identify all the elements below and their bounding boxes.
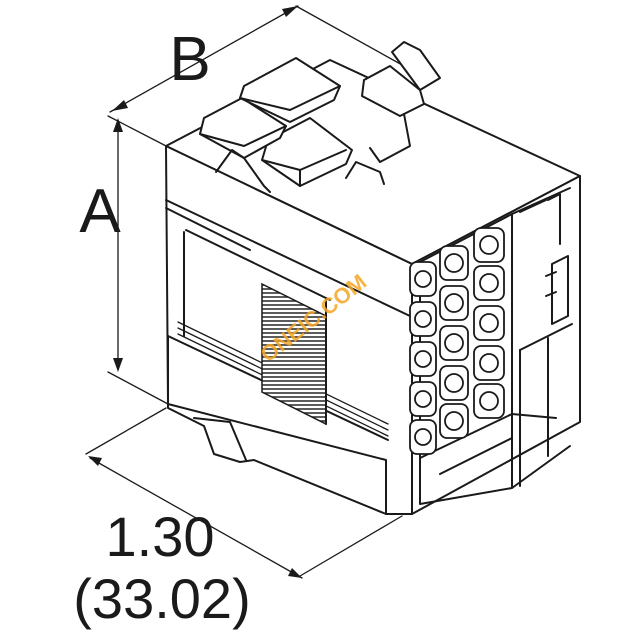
latch-back bbox=[239, 57, 341, 123]
dimension-b-label: B bbox=[169, 25, 210, 94]
cavity-column-3 bbox=[473, 227, 505, 419]
cavity-column-1 bbox=[409, 261, 437, 455]
dimension-a bbox=[107, 115, 171, 405]
latch-front bbox=[261, 117, 353, 187]
dimension-b bbox=[109, 5, 405, 113]
length-mm-label: (33.02) bbox=[73, 567, 250, 630]
dimension-length bbox=[85, 407, 403, 579]
terminal-cavities bbox=[409, 227, 505, 455]
dimension-a-label: A bbox=[79, 177, 121, 246]
latch-right bbox=[361, 41, 441, 163]
length-inches-label: 1.30 bbox=[106, 505, 215, 568]
cavity-column-2 bbox=[439, 245, 469, 439]
